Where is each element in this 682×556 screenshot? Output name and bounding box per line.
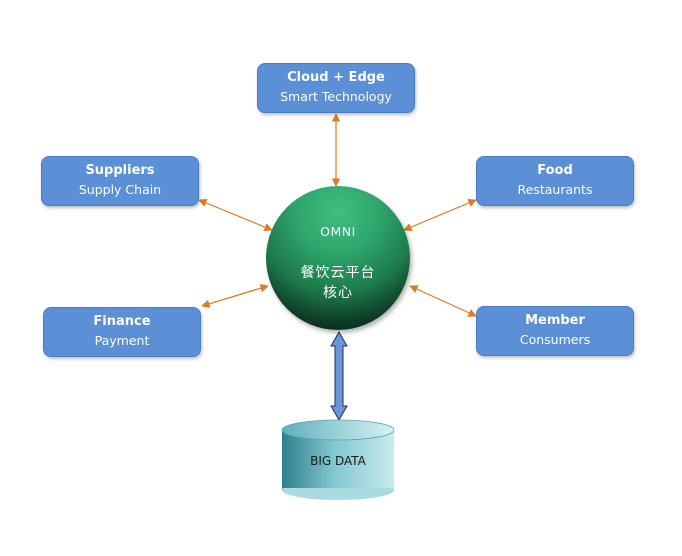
hub-label: OMNI [320,224,356,239]
connector-member [409,285,477,317]
node-subtitle: Smart Technology [280,89,392,104]
node-suppliers: Suppliers Supply Chain [41,156,199,206]
database-label: BIG DATA [310,454,366,468]
connector-food [403,199,477,231]
connector-finance [201,284,269,308]
connector-suppliers [198,198,273,232]
node-subtitle: Restaurants [517,182,593,197]
database-cylinder [281,419,395,500]
node-finance: Finance Payment [43,307,201,357]
node-member: Member Consumers [476,306,634,356]
node-cloud-edge: Cloud + Edge Smart Technology [257,63,415,113]
node-title: Suppliers [85,163,155,178]
node-title: Finance [93,314,151,329]
node-title: Member [525,313,585,328]
hub-line-1: 餐饮云平台 [300,265,376,281]
node-title: Cloud + Edge [287,70,385,85]
node-food: Food Restaurants [476,156,634,206]
omni-core-hub: OMNI 餐饮云平台 核心 [266,186,410,330]
node-subtitle: Consumers [519,332,591,347]
node-title: Food [537,163,573,178]
node-subtitle: Payment [94,333,150,348]
node-subtitle: Supply Chain [78,182,162,197]
data-flow-arrow [330,330,348,422]
hub-line-2: 核心 [323,285,353,301]
